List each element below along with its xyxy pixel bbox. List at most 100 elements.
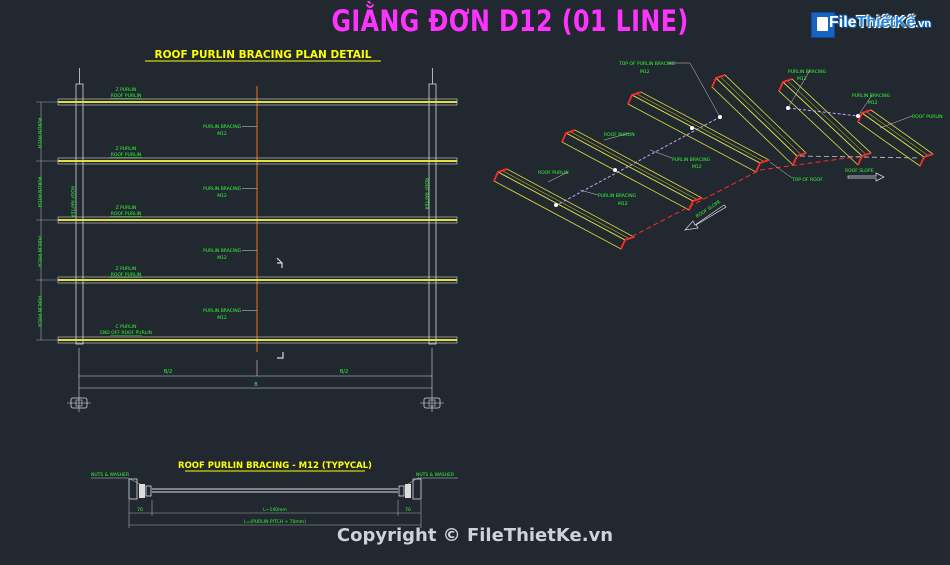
iso-purlin-lip	[635, 93, 765, 162]
iso-purlin-start	[778, 78, 793, 92]
nut-left-washer	[145, 485, 152, 497]
iso-purlin-start	[857, 109, 872, 123]
total-length: L=(PURLIN PITCH + 70mm)	[244, 519, 306, 525]
iso-purlin-1	[493, 168, 636, 250]
bracing-size-label: M12	[217, 131, 227, 137]
bottom-dimension: B/2 B/2 B	[67, 348, 444, 412]
iso-ridge-line	[799, 155, 921, 159]
purlin-type-label: Z PURLIN	[116, 205, 137, 211]
iso-label-roof-purlin-left: ROOF PURLIN	[538, 170, 569, 176]
iso-purlin-4	[711, 74, 807, 166]
bracing-size-label: M12	[217, 255, 227, 261]
iso-label-bracing-top: PURLIN BRACING	[788, 69, 827, 75]
iso-bolt-1	[554, 203, 558, 207]
logo-text-thietke: ThiếtKế	[856, 14, 916, 31]
iso-roof-edge	[624, 155, 921, 241]
iso-purlin-start	[493, 168, 508, 182]
edge-dim-right: 70	[405, 507, 411, 513]
plan-title: ROOF PURLIN BRACING PLAN DETAIL	[155, 49, 372, 61]
iso-purlin-lip	[865, 111, 929, 156]
file-icon	[811, 12, 835, 38]
iso-roof-edge-top	[759, 155, 863, 171]
iso-label-bracing-low: PURLIN BRACING	[598, 193, 637, 199]
dim-full: B	[254, 382, 258, 388]
cursor-mark-1	[276, 257, 283, 268]
iso-purlin-5	[778, 78, 872, 166]
iso-roof-edge-slope	[624, 169, 761, 241]
iso-purlin-start	[711, 74, 726, 88]
rafter-right	[428, 83, 437, 345]
iso-purlin-lip	[786, 80, 867, 155]
watermark-logo: FileThiếtKế.vn	[811, 12, 931, 38]
cursor-mark-2	[277, 352, 284, 359]
iso-leaders	[547, 62, 913, 196]
purlin-type-label: Z PURLIN	[116, 266, 137, 272]
iso-purlin-web	[778, 81, 863, 166]
purlin-type-label: Z PURLIN	[116, 146, 137, 152]
iso-purlin-start	[561, 129, 576, 143]
rafter-label-left: ROOF RAFTER	[69, 186, 75, 217]
rafter-left	[75, 83, 84, 345]
purlin-pitch-label: PURLIN PITCH	[36, 236, 42, 267]
iso-purlin-end	[857, 152, 872, 166]
plan-view: ROOF PURLIN BRACING PLAN DETAIL Z PURLIN…	[36, 49, 458, 412]
iso-label-roof-slope-right: ROOF SLOPE	[845, 168, 874, 174]
logo-text-vn: .vn	[915, 18, 932, 30]
iso-bracing-line-1	[554, 116, 721, 207]
iso-slope-arrows	[684, 172, 885, 231]
iso-bracing-line-2	[787, 107, 859, 117]
iso-labels: TOP OF PURLIN BRACING M12 PURLIN BRACING…	[538, 61, 943, 220]
cursor-marks	[276, 257, 284, 359]
bracing-size-label: M12	[217, 193, 227, 199]
bracing-label: PURLIN BRACING	[203, 308, 242, 314]
purlin-type-label: Z PURLIN	[116, 87, 137, 93]
iso-label-bracing-mid-size: M12	[692, 164, 702, 170]
roof-slope-arrow-right	[847, 172, 885, 182]
rafters	[75, 68, 437, 345]
detail-title: ROOF PURLIN BRACING - M12 (TYPYCAL)	[178, 461, 372, 471]
axis-symbol-left	[67, 392, 91, 412]
iso-label-bracing-right-size: M12	[868, 100, 878, 106]
copyright-watermark: Copyright © FileThietKe.vn	[336, 525, 614, 546]
purlin-name-label: ROOF PURLIN	[111, 152, 142, 158]
nut-right-outer	[405, 484, 411, 498]
bracing-size-label: M12	[217, 315, 227, 321]
purlin-web-right	[412, 478, 422, 500]
iso-purlin-end	[755, 159, 770, 173]
axis-symbol-right	[420, 392, 444, 412]
isometric-view: TOP OF PURLIN BRACING M12 PURLIN BRACING…	[493, 61, 943, 250]
iso-label-roof-purlin-mid: ROOF PURLIN	[604, 132, 635, 138]
bracing-detail: ROOF PURLIN BRACING - M12 (TYPYCAL) NUTS…	[91, 461, 458, 528]
purlin-type-label: C PURLIN	[116, 324, 137, 330]
iso-label-top-of-roof: TOP OF ROOF	[791, 177, 823, 183]
nuts-label-left: NUTS & WASHER	[91, 472, 129, 478]
iso-bolt-3	[690, 126, 694, 130]
nut-left	[128, 478, 152, 500]
purlin-name-label: ROOF PURLIN	[111, 211, 142, 217]
iso-purlin-lip	[569, 131, 698, 200]
purlin-name-label: END OFF ROOF PURLIN	[100, 330, 152, 336]
iso-purlin-2	[561, 129, 704, 211]
iso-label-bracing-mid: PURLIN BRACING	[672, 157, 711, 163]
roof-slope-arrow-left	[684, 204, 727, 231]
dim-half-right: B/2	[340, 369, 348, 375]
iso-label-bracing-low-size: M12	[618, 201, 628, 207]
iso-bolt-2	[613, 168, 617, 172]
logo-text-file: File	[829, 14, 857, 31]
bracing-label: PURLIN BRACING	[203, 124, 242, 130]
bracing-label: PURLIN BRACING	[203, 248, 242, 254]
iso-label-top-bracing-size: M12	[640, 69, 650, 75]
purlin-web-left	[128, 478, 138, 500]
iso-purlin-lip	[501, 170, 630, 239]
purlin-name-label: ROOF PURLIN	[111, 93, 142, 99]
iso-label-roof-purlin-right: ROOF PURLIN	[912, 114, 943, 120]
iso-label-bracing-top-size: M12	[797, 76, 807, 82]
nut-left-outer	[139, 484, 145, 498]
bracing-label: PURLIN BRACING	[203, 186, 242, 192]
rafter-label-right: ROOF RAFTER	[423, 178, 429, 209]
rod-length: L~140mm	[263, 507, 287, 513]
